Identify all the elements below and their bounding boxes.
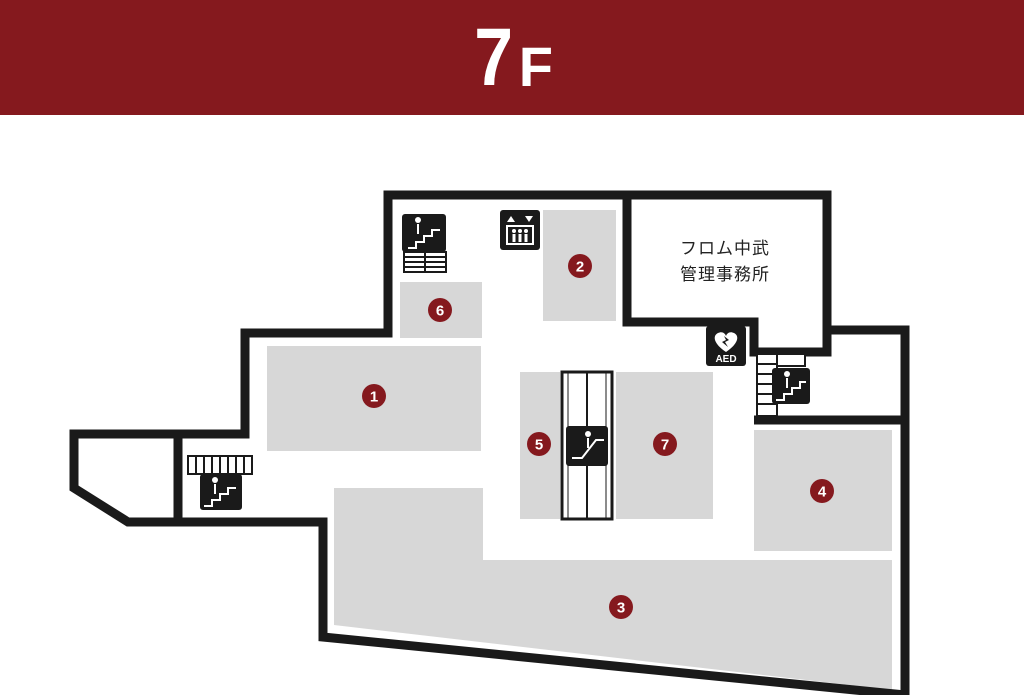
area-4-badge: 4 — [810, 479, 834, 503]
svg-text:6: 6 — [436, 303, 444, 320]
office-label-line1: フロム中武 — [680, 239, 770, 259]
area-3-block[interactable] — [334, 488, 892, 690]
area-6-badge: 6 — [428, 298, 452, 322]
svg-text:4: 4 — [818, 484, 827, 501]
area-7-badge: 7 — [653, 432, 677, 456]
stairs-icon — [402, 214, 446, 252]
floor-number: 7 — [474, 11, 513, 103]
svg-text:1: 1 — [370, 389, 378, 406]
svg-text:2: 2 — [576, 259, 584, 276]
area-1-badge: 1 — [362, 384, 386, 408]
stairs-steps-left — [187, 455, 253, 475]
area-2-badge: 2 — [568, 254, 592, 278]
aed-label: AED — [715, 354, 736, 365]
svg-text:3: 3 — [617, 600, 625, 617]
outer-wall — [69, 190, 910, 695]
escalator-icon — [566, 426, 608, 466]
stairs-icon-right — [772, 368, 810, 404]
floor-title: 7 F — [471, 11, 553, 103]
svg-text:5: 5 — [535, 437, 543, 454]
area-3-badge: 3 — [609, 595, 633, 619]
floor-suffix: F — [518, 34, 553, 98]
svg-text:7: 7 — [661, 437, 669, 454]
aed-icon: AED — [706, 326, 746, 366]
floor-header: 7 F — [0, 0, 1024, 115]
area-5-badge: 5 — [527, 432, 551, 456]
office-wall — [622, 195, 832, 357]
stairs-icon-left — [200, 474, 242, 510]
office-label-line2: 管理事務所 — [680, 265, 770, 285]
stairs-steps-top — [403, 251, 447, 273]
elevator-icon — [500, 210, 540, 250]
